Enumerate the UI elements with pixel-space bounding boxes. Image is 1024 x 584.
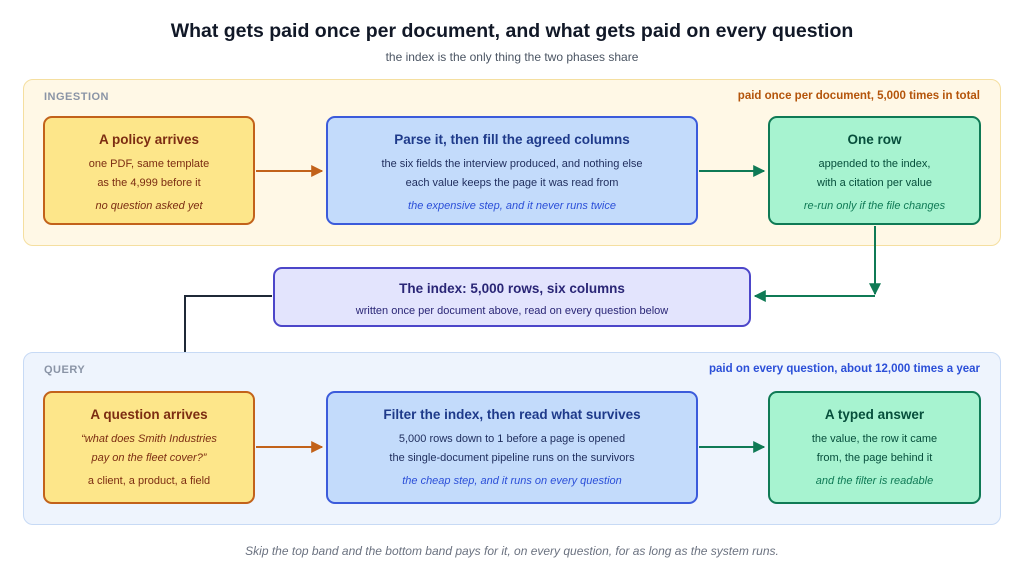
box-line: appended to the index, xyxy=(818,158,931,170)
box-line: a client, a product, a field xyxy=(87,475,211,487)
box-line: each value keeps the page it was read fr… xyxy=(405,177,619,189)
box-line: one PDF, same template xyxy=(88,158,210,170)
ingestion-note: paid once per document, 5,000 times in t… xyxy=(737,90,980,102)
box-line: from, the page behind it xyxy=(816,452,933,464)
box-title: A typed answer xyxy=(824,407,925,422)
box-title: Filter the index, then read what survive… xyxy=(383,407,641,422)
box-title: A policy arrives xyxy=(98,132,200,147)
index-title: The index: 5,000 rows, six columns xyxy=(399,281,625,296)
connector-index-to-query xyxy=(184,295,272,352)
box-title: A question arrives xyxy=(90,407,208,422)
box-line: with a citation per value xyxy=(817,177,932,189)
parse-fill-box: Parse it, then fill the agreed columns t… xyxy=(326,116,698,225)
diagram-subtitle: the index is the only thing the two phas… xyxy=(385,50,639,64)
index-line: written once per document above, read on… xyxy=(355,305,669,317)
one-row-box: One row appended to the index, with a ci… xyxy=(768,116,981,225)
box-line: 5,000 rows down to 1 before a page is op… xyxy=(398,433,626,445)
question-arrives-box: A question arrives “what does Smith Indu… xyxy=(43,391,255,504)
box-line: as the 4,999 before it xyxy=(97,177,201,189)
box-title: One row xyxy=(847,132,902,147)
filter-index-box: Filter the index, then read what survive… xyxy=(326,391,698,504)
box-line: the six fields the interview produced, a… xyxy=(381,158,643,170)
box-note: the expensive step, and it never runs tw… xyxy=(408,200,616,212)
box-line: the single-document pipeline runs on the… xyxy=(389,452,635,464)
box-note: no question asked yet xyxy=(95,200,203,212)
box-line: the value, the row it came xyxy=(811,433,938,445)
ingestion-label: INGESTION xyxy=(44,91,110,103)
box-note: and the filter is readable xyxy=(815,475,934,487)
quoted-question-line: “what does Smith Industries xyxy=(81,433,217,445)
policy-arrives-box: A policy arrives one PDF, same template … xyxy=(43,116,255,225)
diagram-title: What gets paid once per document, and wh… xyxy=(170,20,854,42)
footer-note: Skip the top band and the bottom band pa… xyxy=(245,544,779,558)
index-box: The index: 5,000 rows, six columns writt… xyxy=(273,267,751,327)
query-note: paid on every question, about 12,000 tim… xyxy=(709,363,980,375)
typed-answer-box: A typed answer the value, the row it cam… xyxy=(768,391,981,504)
quoted-question-line: pay on the fleet cover?” xyxy=(91,452,207,464)
box-title: Parse it, then fill the agreed columns xyxy=(394,132,630,147)
query-label: QUERY xyxy=(44,364,86,376)
box-note: the cheap step, and it runs on every que… xyxy=(402,475,622,487)
box-note: re-run only if the file changes xyxy=(803,200,946,212)
